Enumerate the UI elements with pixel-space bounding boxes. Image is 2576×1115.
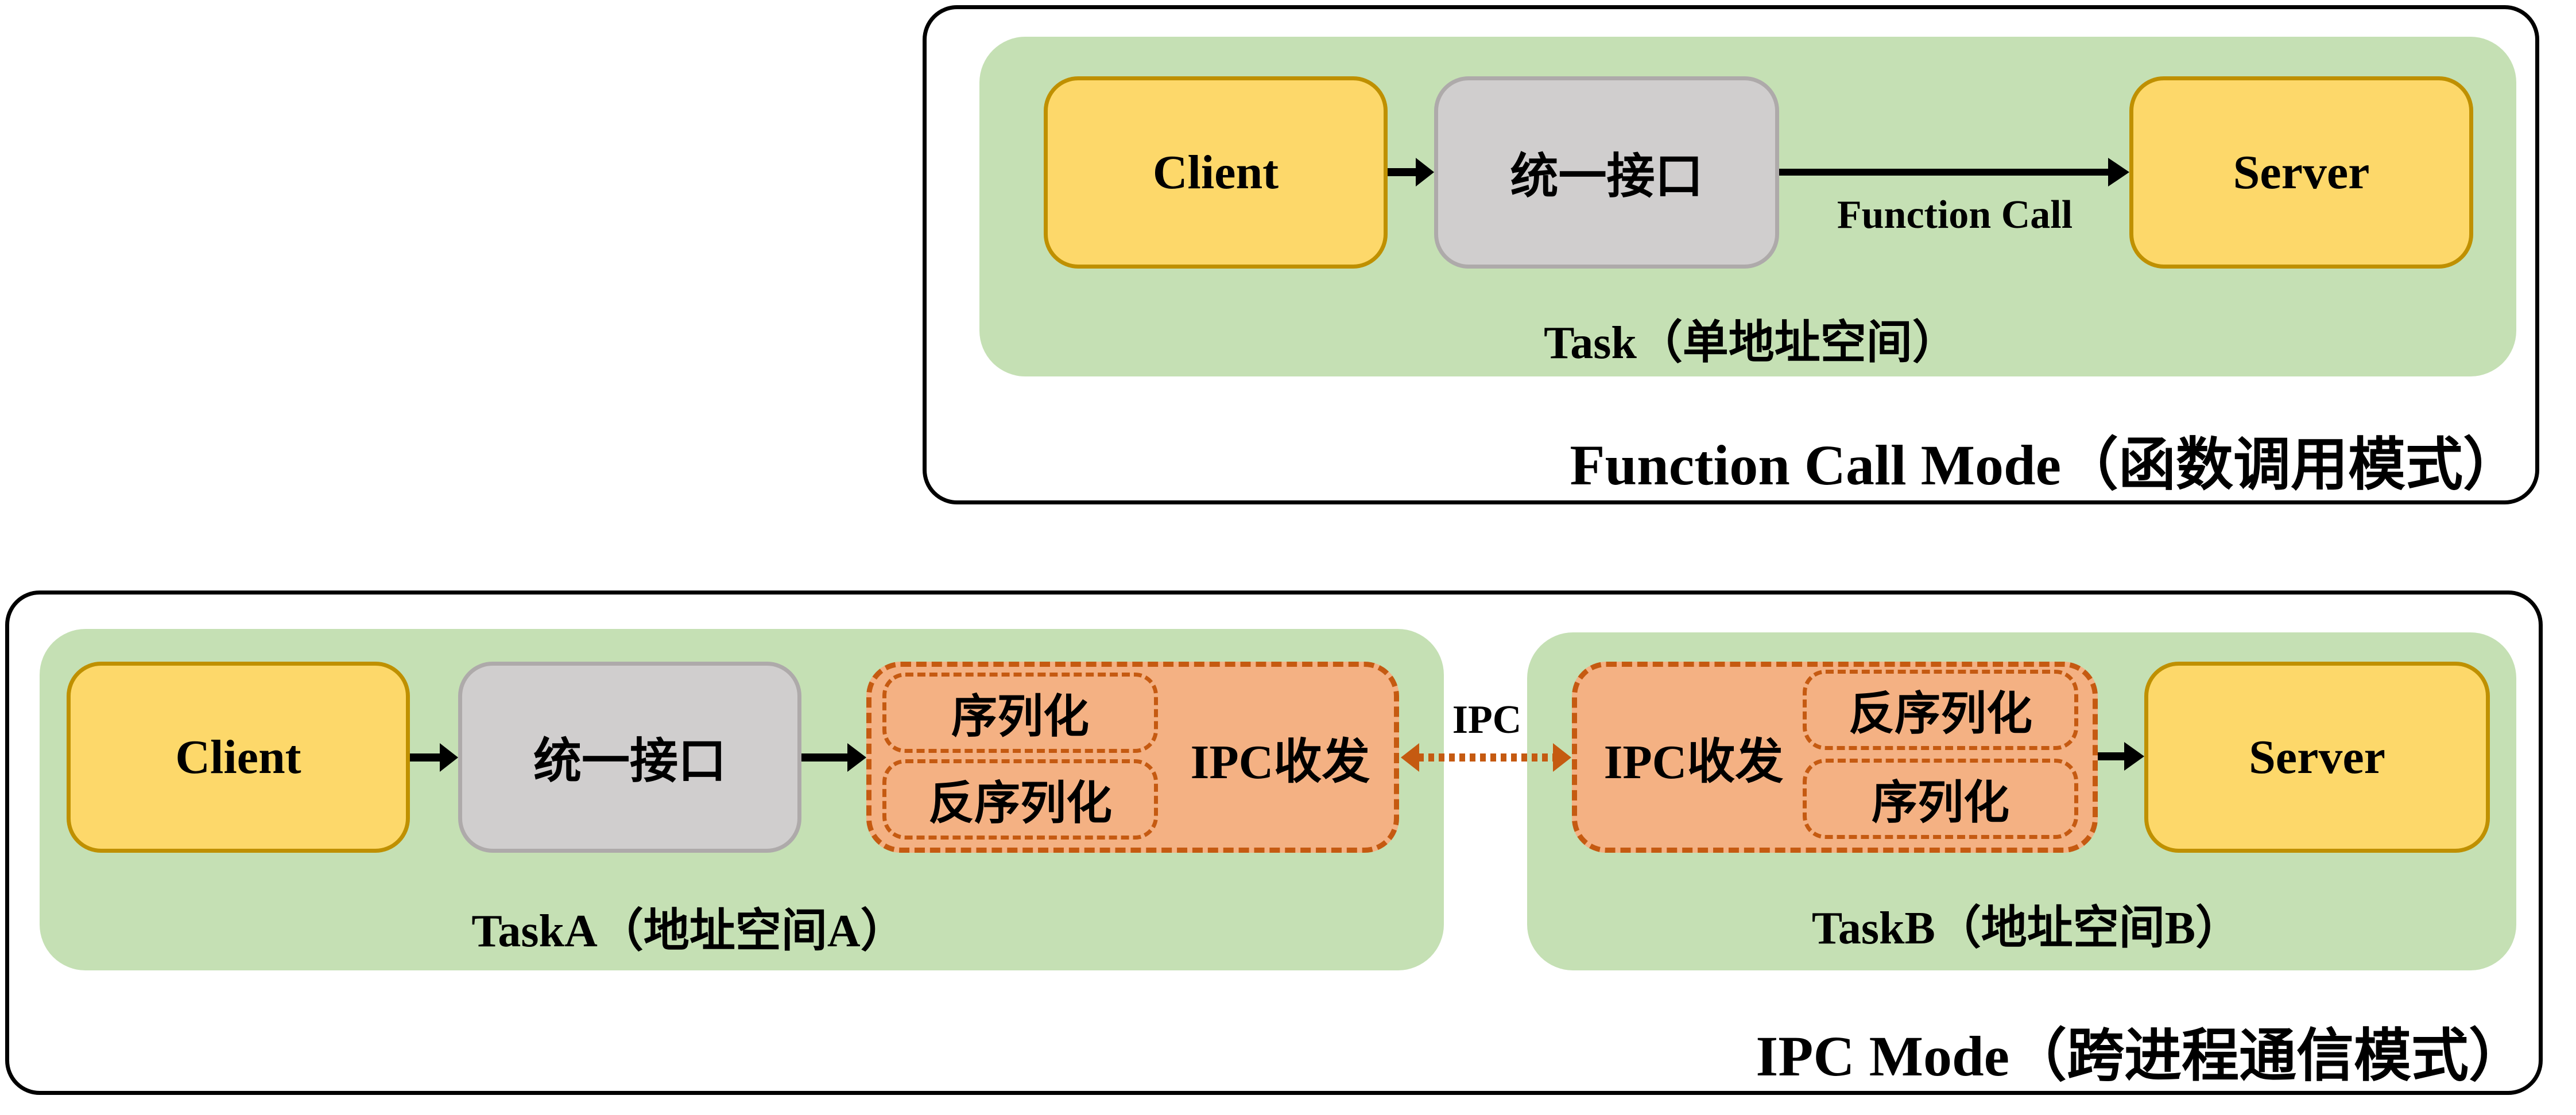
task-label: Task（单地址空间） (1544, 318, 1958, 368)
task-b-ipc-module (1572, 662, 2098, 853)
arrow-client-to-interface (1388, 158, 1434, 187)
ipc-server-label: Server (2249, 731, 2385, 784)
arrow-interface-to-ipc-module (801, 743, 866, 772)
function-call-edge-label: Function Call (1837, 193, 2073, 237)
ipc-client-node: Client (67, 662, 410, 853)
task-a-deserialize-node: 反序列化 (882, 759, 1158, 840)
ipc-client-label: Client (175, 731, 301, 784)
ipc-link-label: IPC (1452, 698, 1522, 742)
task-a-transceiver-label: IPC收发 (1190, 735, 1370, 789)
ipc-mode-title: IPC Mode（跨进程通信模式） (1756, 1024, 2526, 1088)
task-b-serialize-node: 序列化 (1803, 759, 2078, 839)
function-call-mode-title: Function Call Mode（函数调用模式） (1570, 433, 2520, 497)
task-b-serialize-label: 序列化 (1872, 778, 2009, 829)
task-b-label: TaskB（地址空间B） (1811, 903, 2242, 954)
task-b-deserialize-node: 反序列化 (1803, 670, 2078, 750)
fc-client-label: Client (1152, 146, 1279, 199)
arrow-ipc-client-to-interface (410, 743, 458, 772)
ipc-unified-interface-node: 统一接口 (458, 662, 801, 853)
task-a-serialize-node: 序列化 (882, 673, 1158, 753)
fc-server-label: Server (2233, 146, 2370, 199)
ipc-interface-label: 统一接口 (533, 735, 726, 788)
task-a-label: TaskA（地址空间A） (471, 906, 907, 957)
fc-interface-label: 统一接口 (1510, 150, 1703, 204)
fc-unified-interface-node: 统一接口 (1434, 76, 1779, 269)
task-a-serialize-label: 序列化 (951, 692, 1089, 743)
task-a-ipc-module (866, 662, 1399, 853)
task-b-deserialize-label: 反序列化 (1849, 689, 2032, 740)
task-b-transceiver-label: IPC收发 (1603, 735, 1784, 789)
ipc-server-node: Server (2144, 662, 2490, 853)
arrow-interface-to-server (1779, 158, 2129, 187)
arrow-ipc-module-to-server (2098, 742, 2144, 771)
task-a-deserialize-label: 反序列化 (928, 779, 1112, 829)
fc-client-node: Client (1044, 76, 1388, 269)
arrow-ipc-bidirectional (1401, 743, 1571, 772)
fc-server-node: Server (2129, 76, 2473, 269)
